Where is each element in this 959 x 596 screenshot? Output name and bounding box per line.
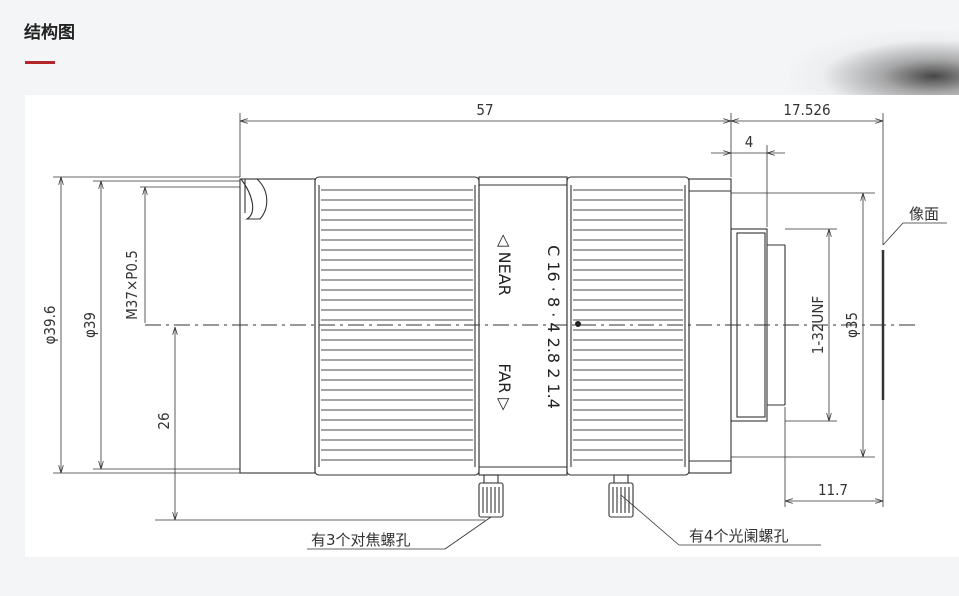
mount-thread	[730, 228, 768, 422]
iris-screws-label: 有4个光阑螺孔	[689, 527, 789, 545]
rear-body	[688, 178, 732, 474]
focus-far-mark: FAR ▷	[495, 363, 514, 411]
image-plane-label: 像面	[909, 205, 939, 223]
dim-front-thread: M37×P0.5	[123, 250, 141, 320]
focus-near-mark: ◁ NEAR	[495, 233, 514, 296]
focus-screws-label: 有3个对焦螺孔	[311, 531, 411, 549]
corner-shadow	[789, 30, 959, 96]
structure-drawing: 57 17.526 4 φ39.6 φ39 M37×P0.5 26 1-32UN…	[25, 95, 959, 557]
dim-flange-distance: 17.526	[783, 101, 830, 119]
page-title: 结构图	[24, 23, 75, 43]
lens-drawing-svg: 57 17.526 4 φ39.6 φ39 M37×P0.5 26 1-32UN…	[41, 101, 947, 550]
title-underline	[25, 61, 55, 64]
dim-front-diameter: φ39	[81, 312, 99, 338]
dim-height-to-axis: 26	[155, 412, 173, 429]
iris-screw	[608, 474, 634, 518]
dim-rear-offset: 4	[745, 133, 754, 151]
dim-rear-thread: 1-32UNF	[809, 296, 827, 354]
dim-overall-length: 57	[476, 101, 493, 119]
dim-front-outer-diameter: φ39.6	[41, 306, 59, 345]
front-barrel	[239, 178, 316, 474]
focus-screw	[478, 474, 504, 518]
dim-rear-length: 11.7	[818, 481, 848, 499]
index-dot	[575, 321, 581, 327]
dim-rear-diameter: φ35	[843, 312, 861, 338]
aperture-scale: C 16 · 8 · 4 2.8 2 1.4	[544, 245, 563, 409]
